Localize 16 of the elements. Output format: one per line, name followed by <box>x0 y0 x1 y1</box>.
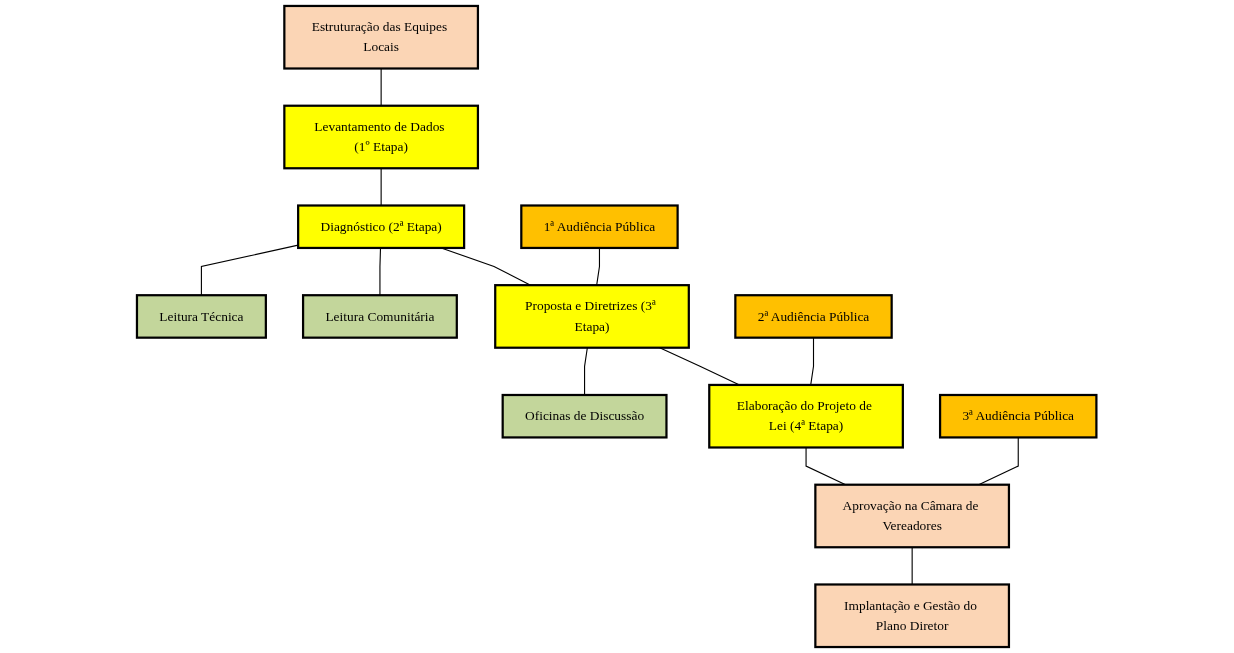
node-box: Leitura Técnica <box>136 294 268 339</box>
connector <box>596 247 601 286</box>
connector <box>201 244 299 296</box>
node-box: Elaboração do Projeto de Lei (4ª Etapa) <box>708 383 905 449</box>
node-box: Oficinas de Discussão <box>501 393 668 439</box>
node-box: Leitura Comunitária <box>302 294 459 339</box>
node-box: Aprovação na Câmara de Vereadores <box>814 483 1011 549</box>
connector <box>379 247 382 296</box>
node-box: Implantação e Gestão do Plano Diretor <box>814 583 1011 649</box>
node-box: Estruturação das Equipes Locais <box>283 4 480 70</box>
node-box: 2ª Audiência Pública <box>734 294 894 339</box>
node-box: 1ª Audiência Pública <box>520 204 680 250</box>
node-box: Diagnóstico (2ª Etapa) <box>297 204 466 250</box>
node-box: Levantamento de Dados (1º Etapa) <box>283 104 480 170</box>
node-box: 3ª Audiência Pública <box>939 393 1098 439</box>
node-box: Proposta e Diretrizes (3ª Etapa) <box>494 284 691 349</box>
